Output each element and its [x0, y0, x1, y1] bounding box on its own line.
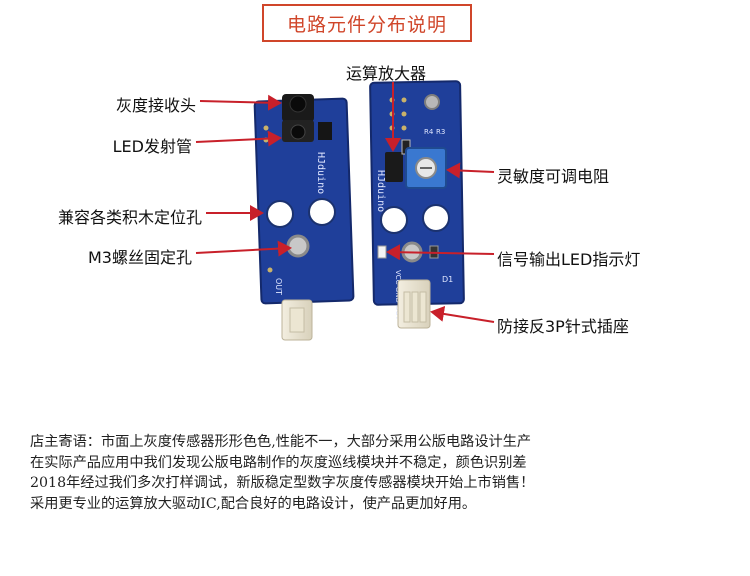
label-potentiometer: 灵敏度可调电阻: [497, 167, 610, 186]
left-mount-hole-1: [266, 200, 294, 228]
d1-silk: D1: [442, 275, 453, 284]
left-mount-hole-2: [308, 198, 336, 226]
label-led-emitter: LED发射管: [112, 137, 192, 156]
left-brand-silk: HJduino: [315, 152, 326, 194]
m3-hole: [286, 234, 310, 258]
right-mount-hole-2: [422, 204, 450, 232]
r4-silk: R4: [424, 128, 434, 136]
left-board: HJduino OUT: [253, 94, 355, 341]
left-pins-silk: OUT: [274, 278, 283, 295]
arrow-led: [195, 130, 282, 147]
arrow-gray-receiver: [199, 94, 282, 111]
gray-receiver-component: [282, 94, 332, 142]
op-amp-chip: [385, 152, 403, 182]
title-text: 电路元件分布说明: [286, 13, 447, 36]
shop-note: 店主寄语：市面上灰度传感器形形色色,性能不一，大部分采用公版电路设计生产 在实际…: [30, 434, 535, 512]
right-brand-silk: HJduino: [375, 170, 386, 212]
label-op-amp: 运算放大器: [346, 64, 427, 83]
label-mounting-holes: 兼容各类积木定位孔: [57, 208, 202, 227]
label-signal-led: 信号输出LED指示灯: [497, 250, 641, 269]
arrow-pot: [446, 162, 495, 179]
potentiometer-component: [405, 147, 447, 189]
label-gray-receiver: 灰度接收头: [115, 96, 196, 115]
right-board: R4 R3 HJduino D1 VCC GND OUT: [369, 80, 465, 329]
label-connector: 防接反3P针式插座: [497, 317, 629, 336]
product-photo: HJduino OUT R4 R3: [195, 80, 495, 341]
arrow-signal-led: [386, 244, 495, 261]
signal-led: [377, 245, 387, 259]
arrow-m3: [195, 240, 292, 257]
arrow-connector: [430, 306, 495, 323]
label-m3-hole: M3螺丝固定孔: [88, 248, 192, 267]
section-title: 电路元件分布说明: [262, 4, 472, 42]
annotation-arrows: [195, 82, 495, 323]
r3-silk: R3: [436, 128, 445, 136]
right-mount-hole-1: [380, 206, 408, 234]
